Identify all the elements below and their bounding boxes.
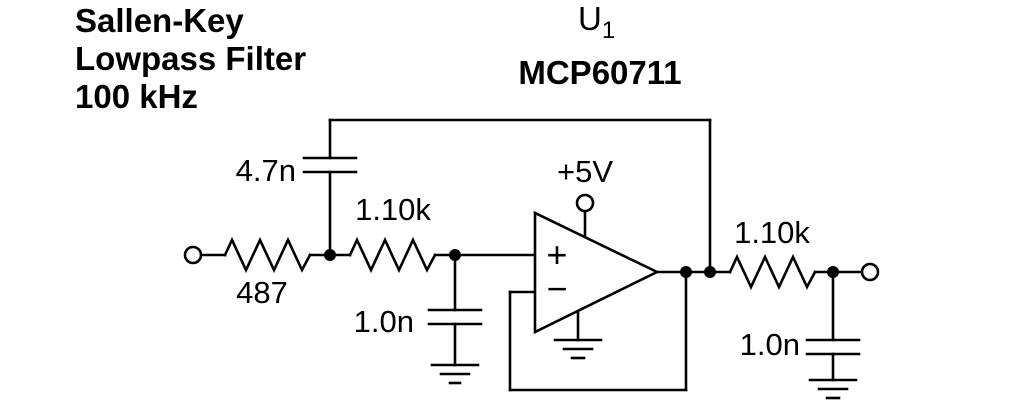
opamp-minus-input-icon: −: [546, 268, 567, 309]
opamp-labels: U1 MCP60711: [518, 0, 681, 91]
resistor-r2-zigzag-icon: [348, 236, 437, 274]
capacitor-c3-value: 1.0n: [740, 327, 800, 362]
junction-dots: [324, 249, 839, 278]
resistor-r1-zigzag-icon: [223, 236, 312, 274]
resistor-r1-value: 487: [236, 275, 288, 310]
resistor-r2: 1.10k: [348, 192, 437, 274]
output-terminal: [860, 262, 880, 282]
title-block: Sallen-Key Lowpass Filter 100 kHz: [75, 2, 306, 115]
ground-c2-icon: [430, 363, 480, 385]
title-line-2: Lowpass Filter: [75, 40, 306, 77]
supply-terminal: +5V: [557, 154, 613, 213]
output-terminal-icon: [860, 262, 880, 282]
junction-dot-c3-node: [827, 266, 839, 278]
opamp-symbol: + −: [533, 210, 660, 335]
wires: [199, 118, 864, 392]
ground-opamp-icon: [553, 338, 603, 360]
opamp-designator-subscript: 1: [602, 17, 615, 44]
resistor-r3-value: 1.10k: [734, 215, 810, 250]
opamp-designator: U1: [578, 0, 615, 44]
title-line-3: 100 kHz: [75, 78, 198, 115]
resistor-r3-zigzag-icon: [728, 253, 817, 291]
title-line-1: Sallen-Key: [75, 2, 244, 39]
capacitor-c3: 1.0n: [740, 327, 861, 362]
resistor-r1: 487: [223, 236, 312, 310]
junction-dot-output-feedback: [680, 266, 692, 278]
resistor-r3: 1.10k: [728, 215, 817, 291]
ground-c3-icon: [808, 378, 858, 400]
supply-terminal-icon: [575, 193, 595, 213]
capacitor-c1-value: 4.7n: [236, 153, 296, 188]
junction-dot-c1-node: [324, 249, 336, 261]
capacitor-c2: 1.0n: [354, 304, 483, 339]
opamp-designator-letter: U: [578, 0, 602, 37]
opamp-part-number: MCP60711: [518, 54, 681, 91]
junction-dot-c2-node: [449, 249, 461, 261]
resistor-r2-value: 1.10k: [355, 192, 431, 227]
opamp-triangle-icon: [533, 210, 660, 335]
capacitor-c1: 4.7n: [236, 153, 358, 188]
junction-dot-output-top: [704, 266, 716, 278]
input-terminal: [183, 245, 203, 265]
input-terminal-icon: [183, 245, 203, 265]
capacitor-c2-value: 1.0n: [354, 304, 414, 339]
opamp-plus-input-icon: +: [546, 234, 567, 275]
supply-label: +5V: [557, 154, 613, 189]
